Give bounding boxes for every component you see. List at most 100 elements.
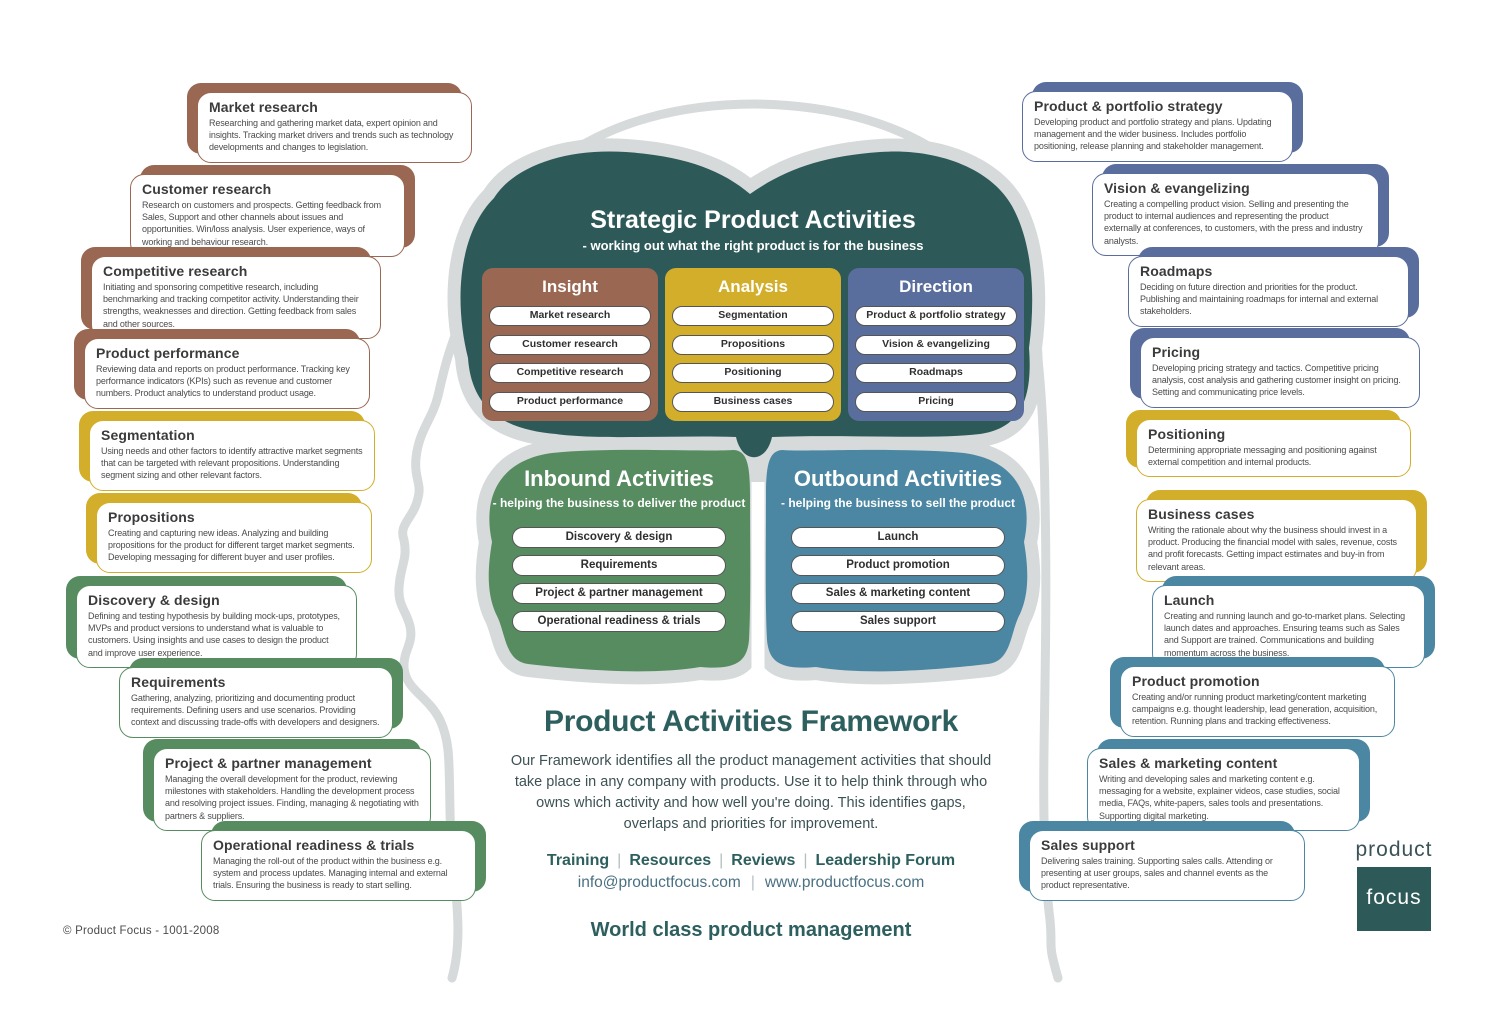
callout-title: Customer research — [142, 181, 272, 197]
callout-desc: Developing product and portfolio strateg… — [1034, 117, 1272, 152]
pill-competitive-research: Competitive research — [489, 363, 651, 383]
callout-desc: Developing pricing strategy and tactics.… — [1152, 363, 1401, 398]
callout-desc: Delivering sales training. Supporting sa… — [1041, 856, 1273, 891]
footer-block: Product Activities Framework Our Framewo… — [505, 705, 997, 942]
callout-title: Propositions — [108, 509, 195, 525]
callout-sales-marketing-content: Sales & marketing content Writing and de… — [1087, 739, 1370, 831]
analysis-column-label: Analysis — [718, 277, 788, 296]
pill-business-cases: Business cases — [672, 391, 834, 412]
outbound-section-header: Outbound Activities - helping the busine… — [748, 466, 1048, 510]
callout-vision-evangelizing: Vision & evangelizing Creating a compell… — [1092, 164, 1389, 256]
direction-column-label: Direction — [899, 277, 973, 296]
pill-pricing: Pricing — [855, 391, 1017, 412]
callout-market-research: Market research Researching and gatherin… — [187, 83, 472, 163]
pill-positioning: Positioning — [672, 363, 834, 383]
callout-competitive-research: Competitive research Initiating and spon… — [81, 247, 381, 339]
callout-title: Product performance — [96, 345, 240, 361]
logo-wordmark-top: product — [1355, 838, 1433, 861]
callout-desc: Managing the roll-out of the product wit… — [213, 856, 448, 891]
pill-sales-marketing-content: Sales & marketing content — [791, 583, 1005, 604]
strategic-section-header: Strategic Product Activities - working o… — [478, 206, 1028, 253]
callout-operational-readiness-trials: Operational readiness & trials Managing … — [201, 821, 486, 901]
separator: | — [617, 852, 622, 870]
outbound-title: Outbound Activities — [793, 466, 1003, 491]
callout-title: Requirements — [131, 674, 226, 690]
callout-sales-support: Sales support Delivering sales training.… — [1019, 821, 1305, 901]
logo-square: focus — [1357, 867, 1431, 931]
inbound-section-header: Inbound Activities - helping the busines… — [469, 466, 769, 510]
contact-row: info@productfocus.com|www.productfocus.c… — [505, 874, 997, 892]
insight-column: Insight Market research Customer researc… — [482, 268, 658, 421]
callout-title: Sales & marketing content — [1099, 755, 1278, 771]
callout-title: Vision & evangelizing — [1104, 180, 1250, 196]
pill-sales-support: Sales support — [791, 611, 1005, 632]
separator: | — [719, 852, 724, 870]
callout-business-cases: Business cases Writing the rationale abo… — [1136, 490, 1427, 582]
callout-title: Operational readiness & trials — [213, 837, 415, 853]
inbound-title: Inbound Activities — [524, 466, 714, 491]
website-link[interactable]: www.productfocus.com — [764, 874, 925, 892]
pill-segmentation: Segmentation — [672, 306, 834, 326]
callout-desc: Deciding on future direction and priorit… — [1140, 282, 1379, 317]
link-reviews[interactable]: Reviews — [731, 852, 796, 870]
pill-product-portfolio-strategy: Product & portfolio strategy — [855, 306, 1017, 326]
callout-desc: Managing the overall development for the… — [165, 774, 419, 821]
callout-desc: Research on customers and prospects. Get… — [142, 200, 381, 247]
pill-requirements: Requirements — [512, 555, 726, 576]
callout-title: Competitive research — [103, 263, 248, 279]
callout-title: Segmentation — [101, 427, 195, 443]
link-resources[interactable]: Resources — [629, 852, 712, 870]
callout-product-portfolio-strategy: Product & portfolio strategy Developing … — [1022, 82, 1303, 162]
callout-desc: Creating and capturing new ideas. Analyz… — [108, 528, 355, 563]
callout-discovery-design: Discovery & design Defining and testing … — [66, 576, 357, 668]
callout-desc: Using needs and other factors to identif… — [101, 446, 363, 481]
callout-product-performance: Product performance Reviewing data and r… — [74, 329, 370, 409]
pill-customer-research: Customer research — [489, 334, 651, 355]
callout-customer-research: Customer research Research on customers … — [130, 165, 415, 257]
callout-segmentation: Segmentation Using needs and other facto… — [79, 411, 375, 491]
separator: | — [803, 852, 808, 870]
callout-title: Product & portfolio strategy — [1034, 98, 1223, 114]
pill-propositions: Propositions — [672, 334, 834, 355]
inbound-pills: Discovery & design Requirements Project … — [512, 527, 726, 639]
pill-operational-readiness-trials: Operational readiness & trials — [512, 611, 726, 632]
callout-title: Roadmaps — [1140, 263, 1213, 279]
pill-discovery-design: Discovery & design — [512, 527, 726, 548]
callout-desc: Initiating and sponsoring competitive re… — [103, 282, 359, 329]
direction-column: Direction Product & portfolio strategy V… — [848, 268, 1024, 421]
footer-links: Training | Resources | Reviews | Leadership Fo… — [505, 852, 997, 870]
callout-title: Sales support — [1041, 837, 1135, 853]
tagline: World class product management — [590, 919, 912, 942]
page-title: Product Activities Framework — [544, 705, 958, 738]
outbound-subtitle: - helping the business to sell the produ… — [780, 496, 1016, 510]
pill-vision-evangelizing: Vision & evangelizing — [855, 334, 1017, 355]
callout-propositions: Propositions Creating and capturing new … — [86, 493, 372, 573]
callout-desc: Researching and gathering market data, e… — [209, 118, 454, 153]
callout-project-partner-management: Project & partner management Managing th… — [143, 739, 431, 831]
callout-product-promotion: Product promotion Creating and/or runnin… — [1110, 657, 1395, 737]
email-link[interactable]: info@productfocus.com — [577, 874, 741, 892]
outbound-pills: Launch Product promotion Sales & marketi… — [791, 527, 1005, 639]
callout-title: Launch — [1164, 592, 1215, 608]
callout-title: Product promotion — [1132, 673, 1260, 689]
pill-market-research: Market research — [489, 306, 651, 326]
callout-title: Discovery & design — [88, 592, 220, 608]
strategic-subtitle: - working out what the right product is … — [582, 238, 924, 253]
link-training[interactable]: Training — [546, 852, 610, 870]
pill-project-partner-management: Project & partner management — [512, 583, 726, 604]
product-focus-logo: product focus — [1350, 838, 1438, 931]
callout-title: Market research — [209, 99, 318, 115]
pill-roadmaps: Roadmaps — [855, 363, 1017, 383]
callout-requirements: Requirements Gathering, analyzing, prior… — [119, 658, 403, 738]
callout-desc: Writing the rationale about why the busi… — [1148, 525, 1397, 572]
copyright-text: © Product Focus - 1001-2008 — [63, 925, 220, 937]
callout-desc: Determining appropriate messaging and po… — [1148, 445, 1377, 468]
callout-pricing: Pricing Developing pricing strategy and … — [1130, 328, 1420, 408]
callout-title: Business cases — [1148, 506, 1255, 522]
callout-roadmaps: Roadmaps Deciding on future direction an… — [1128, 247, 1419, 327]
callout-desc: Creating and running launch and go-to-ma… — [1164, 611, 1406, 658]
link-leadership-forum[interactable]: Leadership Forum — [815, 852, 956, 870]
analysis-column: Analysis Segmentation Propositions Posit… — [665, 268, 841, 421]
brain-seam — [751, 482, 765, 668]
callout-title: Positioning — [1148, 426, 1226, 442]
